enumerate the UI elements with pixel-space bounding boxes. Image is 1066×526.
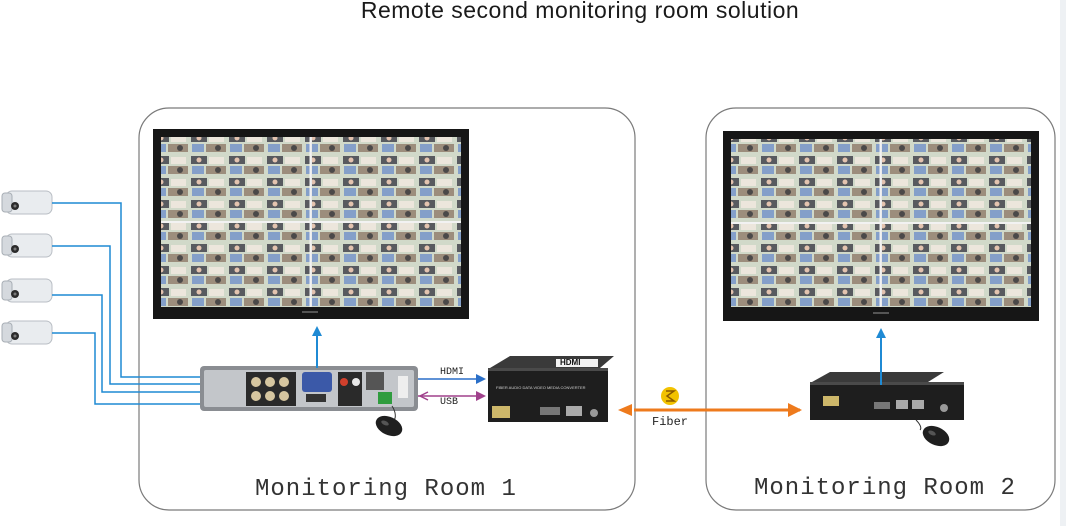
- mouse-room-1: [375, 405, 403, 437]
- mouse-room-2: [915, 419, 950, 447]
- usb-link-label: USB: [440, 397, 459, 408]
- monitor-room-2: [723, 131, 1039, 321]
- fiber-extender-room-2: [810, 372, 964, 420]
- camera-4: [1, 320, 53, 345]
- camera-1: [1, 190, 53, 215]
- fiber-icon: [661, 387, 679, 405]
- extender-caption: FIBER AUDIO DATA VIDEO MEDIA CONVERTER: [496, 385, 586, 390]
- room-1-label: Monitoring Room 1: [255, 476, 517, 503]
- fiber-link-label: Fiber: [652, 415, 689, 429]
- camera-2: [1, 233, 53, 258]
- room-1-frame: [138, 107, 636, 511]
- hdmi-link-label: HDMI: [440, 367, 465, 378]
- extender-logo: HDMI: [560, 358, 581, 367]
- camera-3-cable: [52, 294, 246, 397]
- monitor-room-1: [153, 129, 469, 319]
- diagram-title: Remote second monitoring room solution: [360, 0, 800, 23]
- room-2-frame: [705, 107, 1056, 511]
- camera-3: [1, 278, 53, 303]
- right-edge-strip: [1060, 0, 1066, 526]
- fiber-extender-room-1: [488, 356, 614, 422]
- room-2-label: Monitoring Room 2: [754, 475, 1016, 502]
- camera-2-cable: [52, 245, 246, 389]
- camera-4-cable: [52, 332, 246, 409]
- camera-1-cable: [52, 202, 246, 382]
- dvr-recorder: [200, 366, 418, 411]
